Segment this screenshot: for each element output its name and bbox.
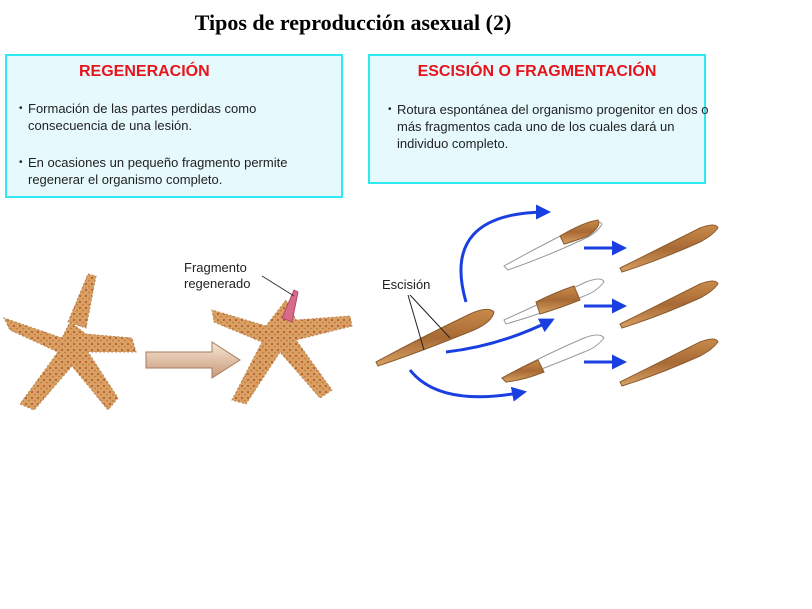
regeneracion-box: REGENERACIÓN Formación de las partes per… bbox=[5, 54, 343, 198]
regeneracion-bullet-2: En ocasiones un pequeño fragmento permit… bbox=[19, 154, 338, 188]
split-arrow-middle bbox=[445, 318, 555, 354]
escision-label: Escisión bbox=[382, 277, 431, 292]
split-arrow-top bbox=[459, 204, 551, 303]
fragment-label: Fragmento regenerado bbox=[184, 260, 251, 292]
fragment-bottom bbox=[501, 334, 605, 383]
regeneracion-bullet-1: Formación de las partes perdidas como co… bbox=[19, 100, 328, 134]
slide-title: Tipos de reproducción asexual (2) bbox=[194, 10, 512, 35]
planarian-complete-bottom bbox=[619, 338, 719, 387]
escision-bullet-1: Rotura espontánea del organismo progenit… bbox=[388, 101, 709, 152]
split-arrow-bottom bbox=[408, 369, 527, 402]
escision-box: ESCISIÓN O FRAGMENTACIÓN Rotura espontán… bbox=[368, 54, 709, 184]
starfish-regenerated bbox=[211, 289, 353, 405]
escision-line-2 bbox=[409, 294, 451, 339]
escision-line-1 bbox=[407, 294, 425, 351]
fragment-label-line-2: regenerado bbox=[184, 276, 251, 291]
fragment-pointer bbox=[261, 275, 295, 297]
planarian-complete-middle bbox=[619, 280, 719, 329]
fragment-middle bbox=[503, 278, 605, 325]
fragment-top bbox=[503, 219, 603, 271]
planarian-parent bbox=[375, 308, 495, 367]
transition-arrow bbox=[145, 341, 241, 379]
regeneracion-heading: REGENERACIÓN bbox=[79, 63, 210, 80]
starfish-injured bbox=[3, 317, 137, 411]
planarian-complete-top bbox=[619, 224, 719, 273]
escision-heading: ESCISIÓN O FRAGMENTACIÓN bbox=[417, 63, 657, 80]
starfish-detached-arm bbox=[67, 273, 97, 329]
fragment-label-line-1: Fragmento bbox=[184, 260, 247, 275]
